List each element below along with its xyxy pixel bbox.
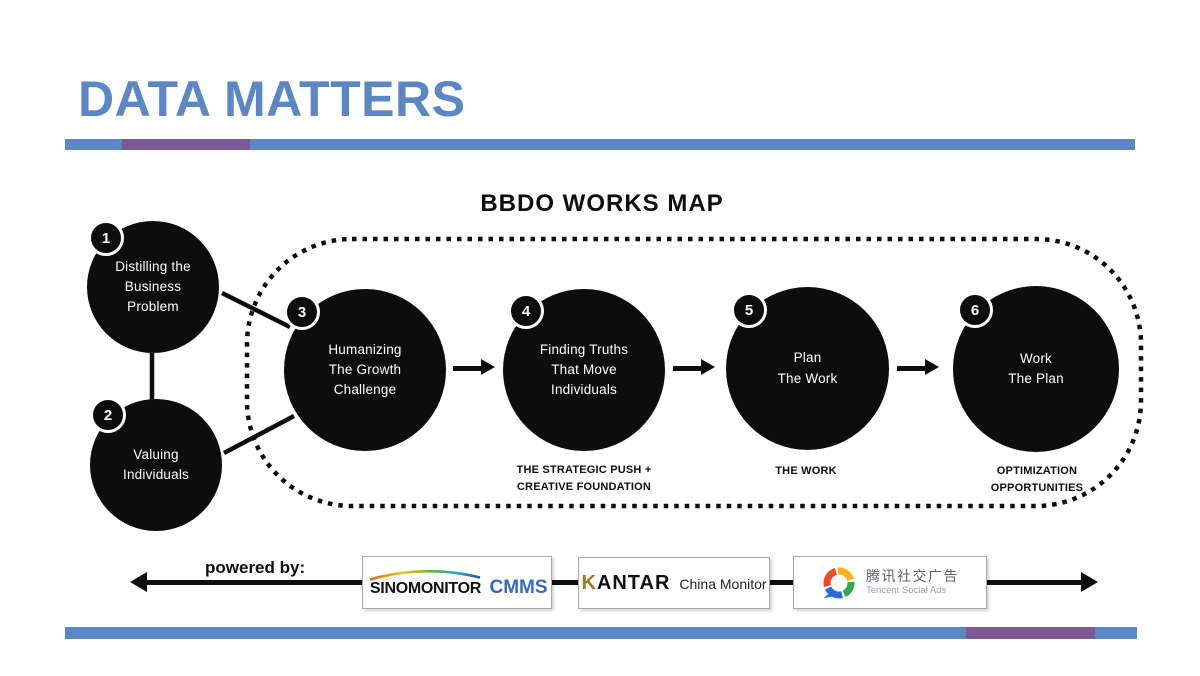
step-number-badge: 6: [957, 292, 993, 328]
footer-divider-bar: [65, 627, 1137, 639]
flow-arrow-icon: [453, 359, 495, 375]
flow-arrow-icon: [897, 359, 939, 375]
step-number-badge: 4: [508, 293, 544, 329]
step-number-badge: 2: [90, 397, 126, 433]
step-label: Work The Plan: [1008, 350, 1064, 386]
step-label: Plan The Work: [777, 350, 838, 386]
step-label: Humanizing The Growth Challenge: [328, 341, 402, 398]
step-caption-strategic-push: THE STRATEGIC PUSH + CREATIVE FOUNDATION: [516, 464, 652, 493]
tencent-en-wordmark: Tencent Social Ads: [866, 585, 947, 597]
step-label: Distilling the Business Problem: [115, 258, 191, 315]
step-caption-optimization: OPTIMIZATION OPPORTUNITIES: [990, 465, 1084, 494]
diagram-title: BBDO WORKS MAP: [480, 190, 724, 217]
divider-segment-purple: [122, 139, 250, 150]
divider-segment-blue: [250, 139, 1135, 150]
title-divider-bar: [65, 139, 1135, 150]
powered-by-label: powered by:: [205, 558, 306, 577]
divider-segment-blue: [65, 627, 966, 639]
step-caption-the-work: THE WORK: [775, 465, 837, 477]
sinomonitor-wordmark: SINOMONITOR: [369, 579, 481, 597]
divider-segment-purple: [966, 627, 1095, 639]
kantar-china-monitor-logo: KANTAR China Monitor: [578, 557, 770, 609]
tencent-cn-wordmark: 腾讯社交广告: [866, 568, 959, 585]
step-label: Finding Truths That Move Individuals: [539, 341, 629, 398]
sinomonitor-rainbow-arc-icon: [370, 569, 481, 581]
arrow-left-icon: [130, 572, 147, 592]
kantar-wordmark: KANTAR: [581, 571, 671, 594]
connector-step1-step3: [220, 290, 292, 330]
divider-segment-blue: [65, 139, 122, 150]
china-monitor-label: China Monitor: [679, 575, 767, 592]
sinomonitor-cmms-logo: SINOMONITOR CMMS: [362, 556, 552, 609]
tencent-social-ads-logo: 腾讯社交广告 Tencent Social Ads: [793, 556, 987, 609]
divider-segment-blue: [1095, 627, 1137, 639]
flow-arrow-icon: [673, 359, 715, 375]
arrow-right-icon: [1081, 572, 1098, 592]
cmms-wordmark: CMMS: [489, 576, 548, 598]
step-number-badge: 1: [88, 220, 124, 256]
step-number-badge: 5: [731, 292, 767, 328]
page-title: DATA MATTERS: [78, 71, 466, 127]
connector-step2-step3: [222, 414, 296, 455]
tencent-social-ads-logo-icon: [823, 567, 855, 598]
step-circle-humanizing-growth-challenge: Humanizing The Growth Challenge: [284, 289, 446, 451]
step-label: Valuing Individuals: [123, 446, 189, 482]
step-number-badge: 3: [284, 294, 320, 330]
